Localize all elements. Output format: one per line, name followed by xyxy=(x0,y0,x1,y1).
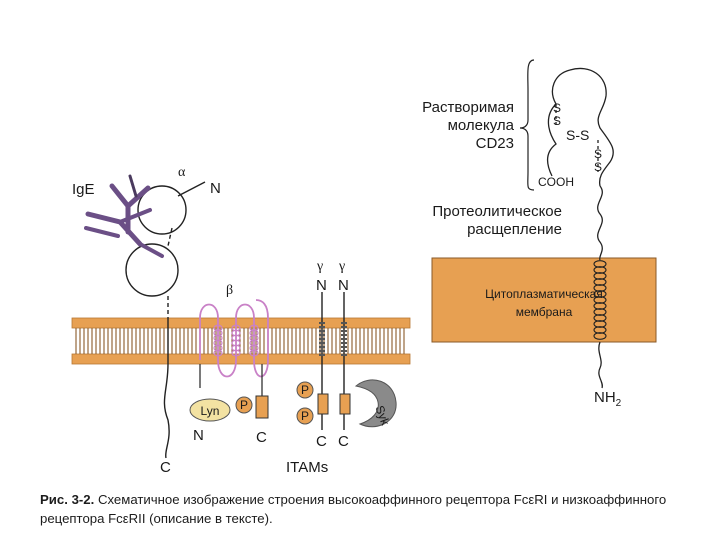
transmembrane-coil xyxy=(593,260,607,268)
transmembrane-coil xyxy=(593,278,607,286)
caption-label: Рис. 3-2. xyxy=(40,492,95,507)
beta-label: β xyxy=(226,283,233,298)
lyn-kinase: Lyn xyxy=(189,398,231,422)
transmembrane-coil xyxy=(593,290,607,298)
phosphate-label: P xyxy=(240,398,248,412)
disulfide-bond-label: S-S xyxy=(566,127,589,143)
itam-blocks xyxy=(255,393,351,419)
proteolytic-line-1: Протеолитическое xyxy=(432,203,562,220)
beta-c-terminus: C xyxy=(256,429,267,446)
disulfide-s-4: S xyxy=(594,160,602,174)
disulfide-s-3: S xyxy=(594,147,602,161)
transmembrane-coil xyxy=(593,326,607,334)
beta-n-terminus: N xyxy=(193,427,204,444)
transmembrane-coil xyxy=(593,296,607,304)
membrane-label-line-2: мембрана xyxy=(516,305,573,319)
ige-label: IgE xyxy=(72,181,95,198)
membrane-label-line-1: Цитоплазматическая xyxy=(485,287,603,301)
phosphate-groups: P P P xyxy=(235,381,314,425)
alpha-label: α xyxy=(178,165,186,180)
lyn-label: Lyn xyxy=(201,404,220,418)
soluble-cd23-line-2: молекула xyxy=(448,117,515,134)
beta-coil xyxy=(213,349,223,357)
transmembrane-coil xyxy=(593,302,607,310)
beta-coil xyxy=(231,349,241,357)
disulfide-s-2: S xyxy=(553,114,561,128)
beta-chain xyxy=(199,299,269,396)
alpha-chain xyxy=(125,181,206,459)
proteolytic-line-2: расщепление xyxy=(467,221,562,238)
transmembrane-coil xyxy=(593,284,607,292)
gamma-label-2: γ xyxy=(338,259,345,274)
cytoplasmic-membrane: Цитоплазматическая мембрана xyxy=(431,257,657,343)
syk-label: Syk xyxy=(372,404,392,429)
beta-coil xyxy=(249,349,259,357)
alpha-n-terminus: N xyxy=(210,180,221,197)
nh2-label: NH2 xyxy=(594,389,622,409)
cooh-label: COOH xyxy=(538,175,574,189)
soluble-cd23-line-3: CD23 xyxy=(476,135,514,152)
transmembrane-coil xyxy=(593,266,607,274)
lipid-bilayer xyxy=(71,317,411,365)
cd23-chain xyxy=(546,67,614,389)
itams-label: ITAMs xyxy=(286,459,328,476)
transmembrane-coil xyxy=(593,272,607,280)
soluble-cd23-line-1: Растворимая xyxy=(422,99,514,116)
alpha-c-terminus: C xyxy=(160,459,171,476)
transmembrane-coil xyxy=(593,320,607,328)
phosphate-label: P xyxy=(301,383,309,397)
gamma-label-1: γ xyxy=(316,259,323,274)
gamma-c-terminus-1: C xyxy=(316,433,327,450)
transmembrane-coil xyxy=(593,314,607,322)
gamma-n-terminus-1: N xyxy=(316,277,327,294)
figure-caption: Рис. 3-2. Схематичное изображение строен… xyxy=(40,490,710,528)
gamma-n-terminus-2: N xyxy=(338,277,349,294)
gamma-c-terminus-2: C xyxy=(338,433,349,450)
transmembrane-coil xyxy=(593,308,607,316)
cd23-labels: Растворимая молекула CD23 S S S-S S S CO… xyxy=(422,99,622,409)
soluble-cd23-brace xyxy=(519,59,535,191)
caption-text: Схематичное изображение строения высокоа… xyxy=(40,492,667,526)
ige-molecule xyxy=(84,174,164,258)
phosphate-label: P xyxy=(301,409,309,423)
syk-kinase: Syk xyxy=(354,379,397,429)
disulfide-s-1: S xyxy=(553,101,561,115)
transmembrane-coil xyxy=(593,332,607,340)
